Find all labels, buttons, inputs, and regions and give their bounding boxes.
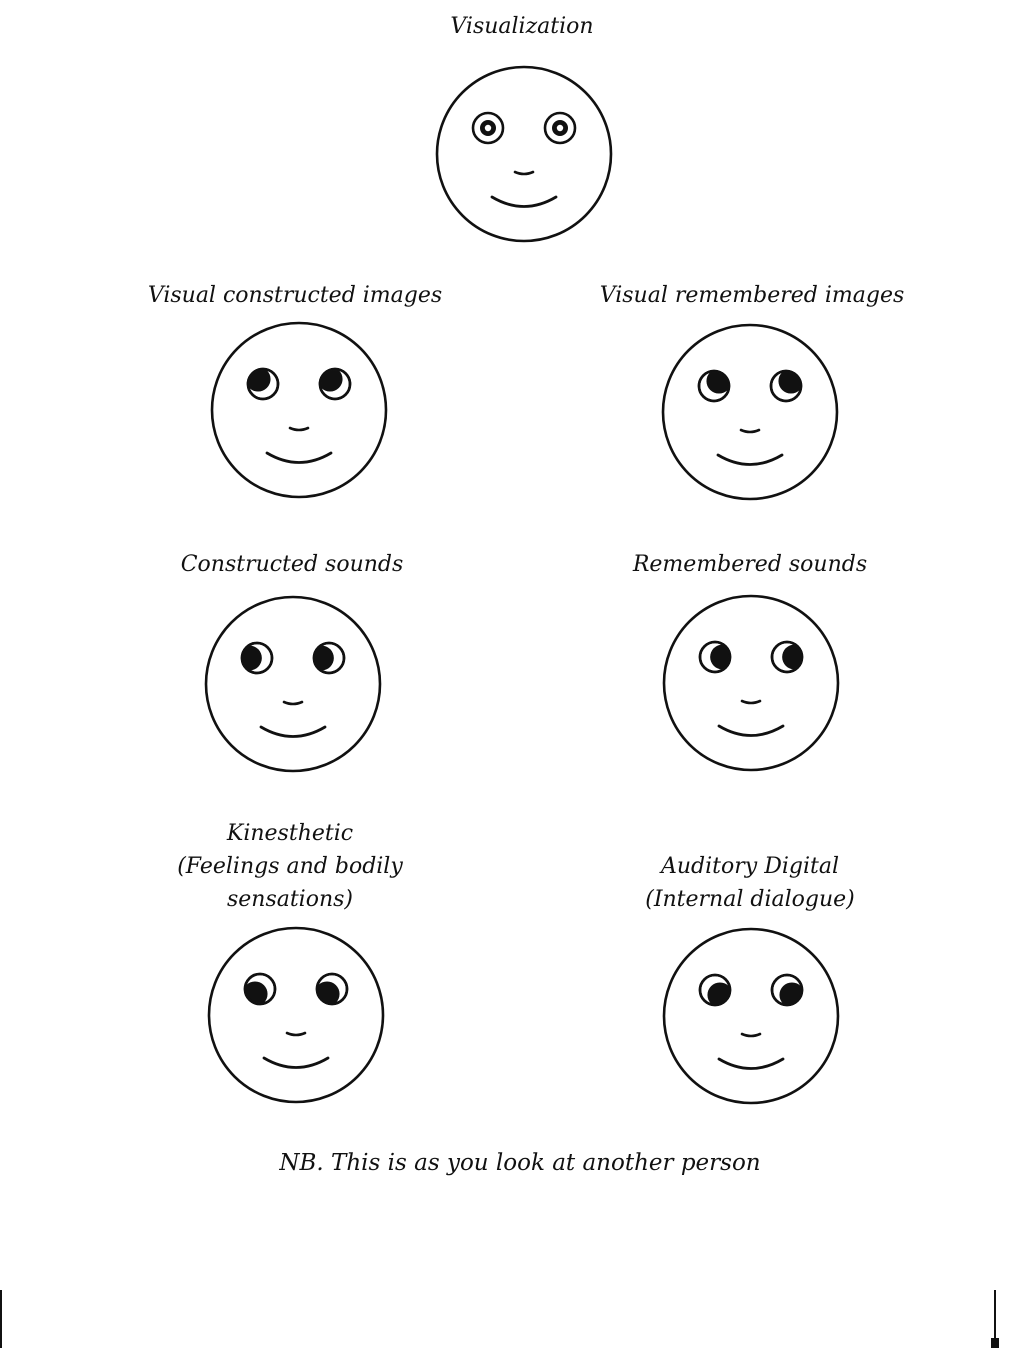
nose — [739, 428, 761, 434]
pupil — [710, 644, 729, 670]
pupil — [243, 645, 262, 671]
eye-rim — [312, 641, 346, 675]
face-constructed-sounds — [204, 595, 382, 773]
label-auditory-digital: Auditory Digital (Internal dialogue) — [645, 850, 855, 916]
face-outline — [435, 65, 613, 243]
mouth — [265, 451, 333, 464]
eye-rim — [315, 972, 349, 1006]
label-line: Kinesthetic — [226, 821, 354, 846]
footnote: NB. This is as you look at another perso… — [279, 1150, 761, 1176]
eye-rim — [240, 641, 274, 675]
pupil — [782, 644, 801, 670]
nose — [740, 1032, 762, 1038]
mouth — [717, 1057, 785, 1070]
label-line: Remembered sounds — [632, 552, 868, 577]
face-visual-constructed-images — [210, 321, 388, 499]
scan-edge-mark — [994, 1290, 996, 1348]
face-outline — [662, 927, 840, 1105]
pupil-highlight — [484, 124, 492, 132]
pupil-highlight — [556, 124, 564, 132]
eye-rim — [246, 367, 280, 401]
eye-rim — [698, 640, 732, 674]
nose — [513, 170, 535, 176]
nose — [282, 700, 304, 706]
eye-rim — [770, 640, 804, 674]
pupil — [315, 645, 334, 671]
face-visual-remembered-images — [661, 323, 839, 501]
nose — [740, 699, 762, 705]
face-outline — [662, 594, 840, 772]
nose — [288, 426, 310, 432]
mouth — [490, 195, 558, 208]
nose — [285, 1031, 307, 1037]
eye-rim — [769, 369, 803, 403]
face-outline — [210, 321, 388, 499]
label-visualization: Visualization — [450, 10, 593, 43]
eye-rim — [318, 367, 352, 401]
face-outline — [204, 595, 382, 773]
label-line: Visual remembered images — [599, 283, 905, 308]
eye-rim — [698, 973, 732, 1007]
mouth — [259, 725, 327, 738]
scan-edge-mark — [0, 1290, 2, 1348]
label-line: sensations) — [226, 887, 354, 912]
face-kinesthetic — [207, 926, 385, 1104]
label-line: (Feelings and bodily — [177, 854, 403, 879]
label-line: Visualization — [450, 14, 594, 39]
face-remembered-sounds — [662, 594, 840, 772]
label-kinesthetic: Kinesthetic (Feelings and bodily sensati… — [177, 817, 403, 916]
label-visual-remembered-images: Visual remembered images — [600, 279, 905, 312]
mouth — [262, 1056, 330, 1069]
face-visualization — [435, 65, 613, 243]
label-remembered-sounds: Remembered sounds — [633, 548, 867, 581]
eye-rim — [697, 369, 731, 403]
label-visual-constructed-images: Visual constructed images — [148, 279, 442, 312]
mouth — [716, 453, 784, 466]
label-line: Constructed sounds — [180, 552, 404, 577]
label-constructed-sounds: Constructed sounds — [181, 548, 404, 581]
eye-rim — [243, 972, 277, 1006]
mouth — [717, 724, 785, 737]
face-outline — [661, 323, 839, 501]
eye-rim — [770, 973, 804, 1007]
label-line: Auditory Digital — [660, 854, 839, 879]
scan-edge-mark — [991, 1338, 999, 1348]
label-line: (Internal dialogue) — [645, 887, 855, 912]
face-outline — [207, 926, 385, 1104]
label-line: Visual constructed images — [147, 283, 443, 308]
face-auditory-digital — [662, 927, 840, 1105]
